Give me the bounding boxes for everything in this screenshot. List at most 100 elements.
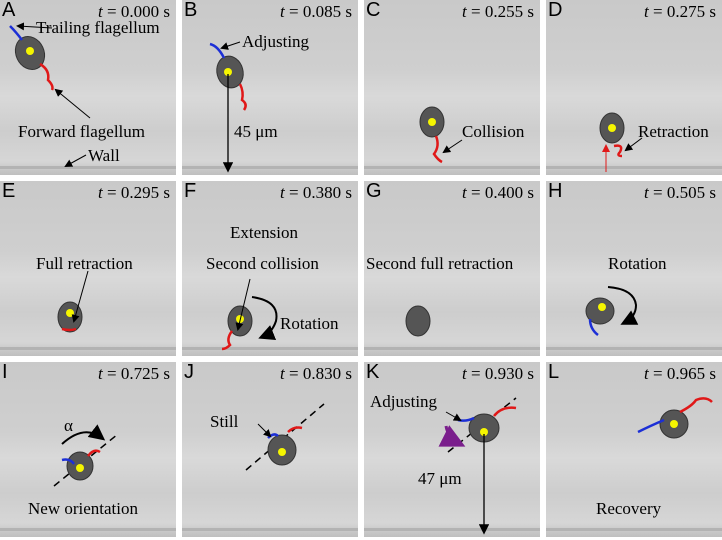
wall-surface <box>182 528 358 531</box>
pointer-arrow <box>220 41 241 50</box>
cell-center-dot <box>608 124 616 132</box>
panel-a: A t = 0.000 s Trailing flagellum Forward… <box>0 0 176 175</box>
panel-h-drawing <box>585 286 639 336</box>
timestamp: t = 0.930 s <box>462 364 534 383</box>
forward-flagellum <box>39 62 54 91</box>
wall-surface <box>0 347 176 350</box>
rotation-arrow <box>607 286 639 325</box>
wall-surface <box>0 166 176 169</box>
panel-letter: B <box>184 0 198 21</box>
pointer-arrow <box>64 154 87 167</box>
wall-surface <box>364 166 540 169</box>
panel-j-drawing <box>245 403 325 471</box>
label-alpha: α <box>64 416 73 435</box>
panel-b-drawing <box>209 41 247 173</box>
timestamp: t = 0.965 s <box>644 364 716 383</box>
timestamp: t = 0.000 s <box>98 2 170 21</box>
time-value: 0.965 s <box>666 364 716 383</box>
timestamp: t = 0.275 s <box>644 2 716 21</box>
forward-flagellum <box>432 135 443 164</box>
forward-flagellum <box>287 426 303 433</box>
time-value: 0.275 s <box>666 2 716 21</box>
wall-surface <box>182 166 358 169</box>
cell-center-dot <box>66 309 74 317</box>
cell-body <box>585 297 615 325</box>
panel-c-drawing <box>419 106 463 164</box>
panel-g: G t = 0.400 s Second full retraction <box>364 181 540 356</box>
pointer-arrow <box>235 278 251 331</box>
panel-k-drawing <box>438 397 517 535</box>
angle-arc <box>61 424 106 445</box>
trailing-flagellum <box>9 25 23 41</box>
wall-surface <box>546 528 722 531</box>
panel-letter: J <box>184 362 194 383</box>
pointer-arrow <box>16 22 53 31</box>
forward-flagellum <box>61 327 77 332</box>
time-value: 0.400 s <box>484 183 534 202</box>
panel-j: J t = 0.830 s Still <box>182 362 358 537</box>
panel-e-drawing <box>57 270 89 333</box>
pointer-arrow <box>442 139 463 154</box>
panel-i: I t = 0.725 s α New orientation <box>0 362 176 537</box>
panel-letter: G <box>366 181 382 202</box>
trailing-flagellum <box>637 418 665 434</box>
label-rotation: Rotation <box>280 314 339 333</box>
label-wall: Wall <box>88 146 120 165</box>
forward-flagellum <box>238 83 247 111</box>
rotation-arrow <box>251 296 278 340</box>
time-value: 0.505 s <box>666 183 716 202</box>
cell-body <box>405 305 431 337</box>
forward-flagellum <box>493 406 517 417</box>
wall-surface <box>546 166 722 169</box>
time-value: 0.000 s <box>120 2 170 21</box>
trailing-flagellum <box>457 416 475 422</box>
panel-h: H t = 0.505 s Rotation <box>546 181 722 356</box>
panel-g-drawing <box>405 305 431 337</box>
label-rotation: Rotation <box>608 254 667 273</box>
trailing-flagellum <box>588 318 599 336</box>
timestamp: t = 0.085 s <box>280 2 352 21</box>
label-extension: Extension <box>230 223 298 242</box>
pointer-arrow <box>54 88 91 119</box>
forward-flagellum <box>613 144 623 158</box>
panel-letter: A <box>2 0 16 21</box>
timestamp: t = 0.380 s <box>280 183 352 202</box>
forward-flagellum <box>679 397 713 414</box>
timestamp: t = 0.725 s <box>98 364 170 383</box>
panel-letter: C <box>366 0 381 21</box>
wall-surface <box>364 347 540 350</box>
trailing-flagellum <box>61 458 76 465</box>
pointer-arrow <box>71 270 89 323</box>
wall-surface <box>546 347 722 350</box>
panel-e: E t = 0.295 s Full retraction <box>0 181 176 356</box>
label-distance: 47 μm <box>418 469 462 488</box>
panel-f: F t = 0.380 s Extension Second collision… <box>182 181 358 356</box>
panel-i-drawing <box>53 424 119 487</box>
panel-d: D t = 0.275 s Retraction <box>546 0 722 175</box>
forward-flagellum <box>221 330 234 351</box>
label-adjusting: Adjusting <box>242 32 310 51</box>
wall-surface <box>364 528 540 531</box>
timestamp: t = 0.255 s <box>462 2 534 21</box>
trailing-flagellum <box>209 42 226 59</box>
panel-c: C t = 0.255 s Collision <box>364 0 540 175</box>
time-value: 0.830 s <box>302 364 352 383</box>
label-forward-flagellum: Forward flagellum <box>18 122 145 141</box>
panel-letter: F <box>184 181 197 202</box>
panel-d-drawing <box>599 112 643 172</box>
label-full-retraction: Full retraction <box>36 254 133 273</box>
label-second-full-retraction: Second full retraction <box>366 254 514 273</box>
label-retraction: Retraction <box>638 122 709 141</box>
panel-f-drawing <box>221 278 278 351</box>
time-value: 0.255 s <box>484 2 534 21</box>
timestamp: t = 0.295 s <box>98 183 170 202</box>
panel-letter: I <box>2 362 8 383</box>
label-trailing-flagellum: Trailing flagellum <box>36 18 160 37</box>
cell-center-dot <box>224 68 232 76</box>
panel-a-drawing <box>9 22 91 167</box>
cell-center-dot <box>428 118 436 126</box>
panel-letter: D <box>548 0 563 21</box>
cell-center-dot <box>598 303 606 311</box>
panel-l: L t = 0.965 s Recovery <box>546 362 722 537</box>
label-collision: Collision <box>462 122 525 141</box>
